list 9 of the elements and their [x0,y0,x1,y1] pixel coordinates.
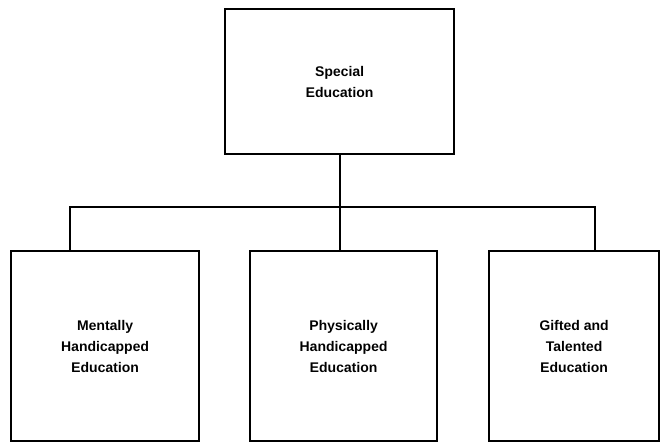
connector-line [339,155,596,250]
org-box [249,250,438,442]
box-label: Gifted and Talented Education [538,316,610,376]
org-box [224,8,455,155]
box-label: Physically Handicapped Education [298,316,388,376]
org-box [10,250,200,442]
org-box [488,250,660,442]
box-label: Mentally Handicapped Education [60,316,150,376]
box-label: Special Education [304,62,374,102]
